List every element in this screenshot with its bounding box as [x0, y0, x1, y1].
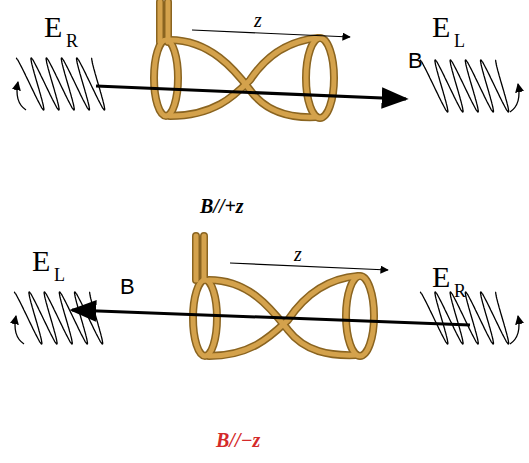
field-symbol: E — [32, 246, 50, 276]
rotation-arrow — [510, 316, 519, 344]
z-axis-arrow — [192, 30, 350, 37]
twisted-coil — [193, 236, 374, 356]
caption-label: B//+z — [200, 196, 244, 216]
field-symbol: E — [432, 262, 450, 292]
helix-wave — [16, 58, 105, 110]
field-subscript: R — [66, 32, 78, 50]
field-label: B — [120, 276, 135, 298]
field-symbol: E — [432, 12, 450, 42]
field-subscript: R — [454, 282, 466, 300]
twisted-coil — [154, 2, 334, 118]
rotation-arrow — [17, 82, 26, 110]
field-subscript: L — [54, 266, 65, 284]
field-subscript: L — [454, 32, 465, 50]
field-symbol: E — [44, 12, 62, 42]
b-field-arrow — [96, 86, 406, 99]
field-label: B — [408, 50, 423, 72]
caption-label: B//−z — [216, 430, 260, 450]
helix-wave — [14, 292, 103, 344]
axis-label: z — [254, 10, 262, 30]
b-field-arrow — [72, 310, 470, 325]
helix-wave — [420, 60, 509, 112]
rotation-arrow — [15, 316, 24, 344]
axis-label: z — [294, 244, 302, 264]
z-axis-arrow — [230, 263, 388, 270]
rotation-arrow — [510, 84, 519, 112]
